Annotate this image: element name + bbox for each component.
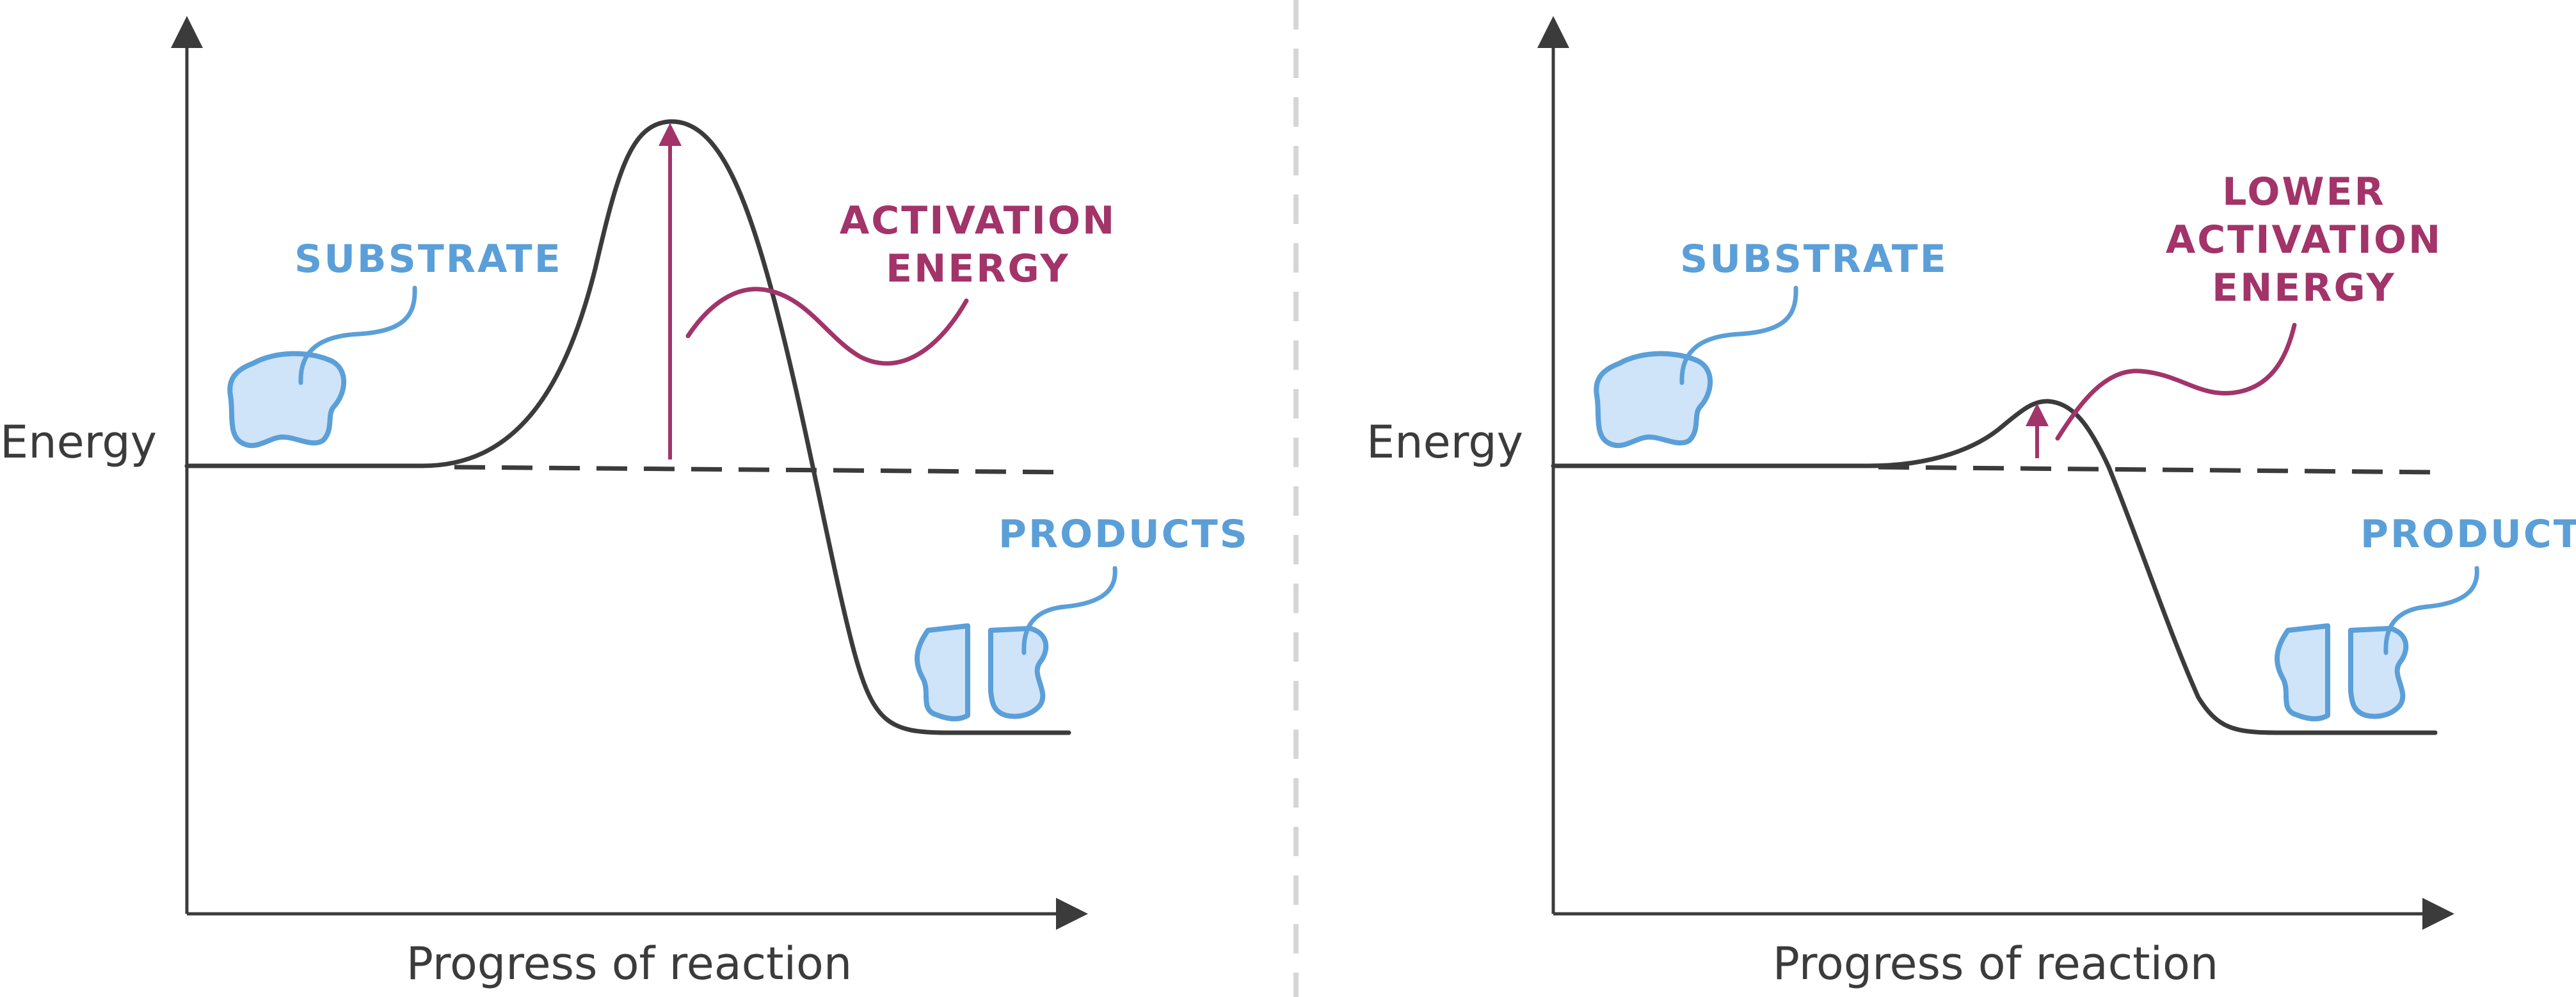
- left-substrate-pointer: [298, 285, 417, 385]
- right-energy-label: Energy: [1366, 416, 1523, 468]
- right-activation-label-line1: LOWER: [2222, 170, 2385, 214]
- left-activation-label-line2: ENERGY: [886, 246, 1070, 291]
- right-panel: Energy Progress of reaction SUBSTRATE PR…: [1366, 16, 2576, 990]
- right-product-blob-2: [2348, 626, 2409, 719]
- left-products-label: PRODUCTS: [998, 512, 1249, 557]
- left-energy-curve: [184, 119, 1071, 735]
- left-progress-label: Progress of reaction: [406, 937, 852, 990]
- right-products-pointer: [2383, 566, 2479, 655]
- left-energy-label: Energy: [0, 416, 157, 468]
- right-products-label: PRODUCTS: [2360, 512, 2576, 557]
- left-activation-label-line1: ACTIVATION: [840, 198, 1116, 243]
- left-panel: Energy Progress of reaction SUBSTRATE PR…: [0, 16, 1249, 990]
- right-activation-pointer: [2055, 323, 2297, 441]
- right-progress-label: Progress of reaction: [1773, 937, 2218, 990]
- left-baseline-dashed: [454, 465, 1069, 475]
- left-substrate-blob: [227, 351, 347, 449]
- left-products-pointer: [1021, 566, 1117, 655]
- right-product-blob-1: [2275, 623, 2330, 722]
- right-energy-curve: [1551, 399, 2438, 735]
- left-product-blob-2: [988, 626, 1049, 719]
- right-substrate-pointer: [1679, 285, 1798, 385]
- left-substrate-label: SUBSTRATE: [294, 237, 563, 282]
- right-activation-label-line3: ENERGY: [2212, 266, 2396, 310]
- right-baseline-dashed: [1878, 465, 2436, 475]
- right-activation-label-line2: ACTIVATION: [2166, 218, 2442, 262]
- right-substrate-label: SUBSTRATE: [1680, 237, 1948, 282]
- left-activation-pointer: [685, 287, 969, 366]
- right-substrate-blob: [1594, 351, 1713, 449]
- left-product-blob-1: [915, 623, 970, 722]
